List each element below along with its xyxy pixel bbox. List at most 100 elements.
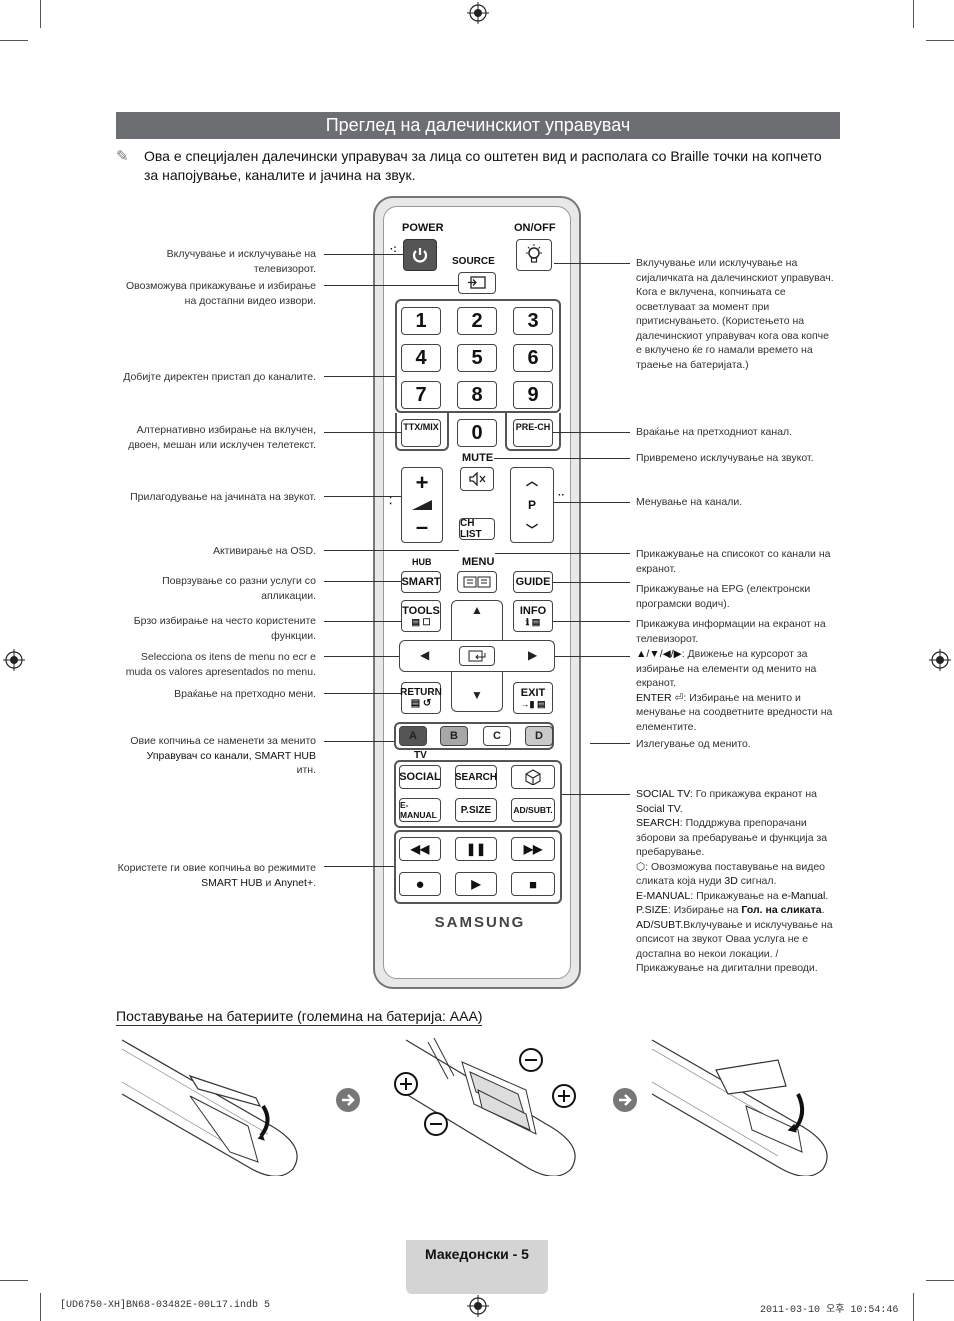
volume-wedge-icon bbox=[412, 499, 432, 510]
search-button[interactable]: SEARCH bbox=[455, 765, 497, 789]
leader-line bbox=[553, 432, 630, 433]
color-key-a[interactable]: A bbox=[399, 726, 427, 746]
right-arrow-button[interactable]: ▶ bbox=[528, 648, 538, 662]
prech-button[interactable]: PRE-CH bbox=[513, 419, 553, 447]
e-manual-button[interactable]: E-MANUAL bbox=[399, 798, 441, 822]
smart-hub-button[interactable]: SMART bbox=[401, 571, 441, 593]
leader-line bbox=[324, 741, 394, 742]
fast-forward-button[interactable]: ▶▶ bbox=[511, 837, 555, 861]
label-numbers: Добијте директен пристап до каналите. bbox=[123, 371, 316, 383]
exit-button[interactable]: EXIT→▮ ▤ bbox=[513, 682, 553, 714]
mute-button[interactable] bbox=[460, 467, 494, 491]
leader-line bbox=[494, 458, 630, 459]
volume-rocker[interactable]: + – bbox=[401, 467, 443, 543]
color-key-b[interactable]: B bbox=[440, 726, 468, 746]
p-size-button[interactable]: P.SIZE bbox=[455, 798, 497, 822]
label-onoff: Вклучување или исклучување на сијаличкат… bbox=[636, 257, 834, 371]
channel-rocker[interactable]: ︿ P ﹀ bbox=[510, 467, 554, 543]
3d-button[interactable] bbox=[511, 765, 555, 789]
number-button[interactable]: 1 bbox=[401, 307, 441, 335]
onoff-button[interactable] bbox=[516, 239, 552, 271]
leader-line bbox=[324, 866, 394, 867]
social-button[interactable]: SOCIAL bbox=[399, 765, 441, 789]
chevron-up-icon: ︿ bbox=[525, 474, 538, 489]
mute-label: MUTE bbox=[462, 452, 494, 464]
number-button[interactable]: 8 bbox=[457, 381, 497, 409]
label-color-line1: Овие копчиња се наменети за менито bbox=[130, 735, 316, 747]
print-job-info: [UD6750-XH]BN68-03482E-00L17.indb 5 bbox=[60, 1300, 271, 1311]
enter-button[interactable] bbox=[459, 646, 495, 666]
leader-line bbox=[324, 432, 401, 433]
pause-button[interactable]: ❚❚ bbox=[455, 837, 497, 861]
rewind-button[interactable]: ◀◀ bbox=[399, 837, 441, 861]
color-key-d[interactable]: D bbox=[525, 726, 553, 746]
play-button[interactable]: ▶ bbox=[455, 872, 497, 896]
up-arrow-button[interactable]: ▲ bbox=[471, 603, 483, 617]
down-arrow-button[interactable]: ▼ bbox=[471, 688, 483, 702]
power-icon bbox=[412, 248, 428, 263]
number-button[interactable]: 3 bbox=[513, 307, 553, 335]
minus-icon: – bbox=[415, 514, 429, 540]
crop-mark bbox=[0, 1280, 28, 1281]
power-button[interactable] bbox=[403, 239, 437, 271]
pencil-icon: ✎ bbox=[116, 148, 129, 165]
number-button[interactable]: 6 bbox=[513, 344, 553, 372]
label-enter-desc: : Избирање на менито и менување на соодв… bbox=[636, 691, 833, 733]
number-button[interactable]: 2 bbox=[457, 307, 497, 335]
ad-subt-button[interactable]: AD/SUBT. bbox=[511, 798, 555, 822]
leader-line bbox=[324, 621, 401, 622]
ttx-mix-button[interactable]: TTX/MIX bbox=[401, 419, 441, 447]
tools-button[interactable]: TOOLS▤ ☐ bbox=[401, 600, 441, 632]
registration-mark-icon bbox=[929, 649, 951, 671]
leader-line bbox=[324, 376, 395, 377]
crop-mark bbox=[926, 1280, 954, 1281]
menu-button[interactable] bbox=[457, 571, 497, 593]
label-media-and: и bbox=[265, 876, 272, 889]
number-button[interactable]: 7 bbox=[401, 381, 441, 409]
next-arrow-icon bbox=[336, 1088, 360, 1112]
number-button[interactable]: 4 bbox=[401, 344, 441, 372]
crop-mark bbox=[0, 40, 28, 41]
label-arrows: Selecciona os itens de menu no ecr e mud… bbox=[125, 651, 316, 678]
stop-button[interactable]: ■ bbox=[511, 872, 555, 896]
number-button[interactable]: 9 bbox=[513, 381, 553, 409]
p-label: P bbox=[527, 497, 536, 512]
chlist-button[interactable]: CH LIST bbox=[459, 518, 495, 540]
return-label: RETURN bbox=[400, 687, 442, 698]
label-3d-desc: : Овозможува поставување на видео сликат… bbox=[636, 860, 826, 888]
leader-line bbox=[553, 582, 630, 583]
braille-dots: ⁚ bbox=[389, 496, 393, 507]
number-button[interactable]: 5 bbox=[457, 344, 497, 372]
label-osd: Активирање на OSD. bbox=[212, 545, 316, 557]
light-bulb-icon bbox=[526, 244, 542, 263]
crop-mark bbox=[926, 40, 954, 41]
menu-label: MENU bbox=[462, 556, 495, 568]
label-social-desc: : Го прикажува екранот на bbox=[689, 788, 818, 800]
return-button[interactable]: RETURN▤ ↺ bbox=[400, 682, 442, 714]
zero-button[interactable]: 0 bbox=[457, 419, 497, 447]
source-button[interactable] bbox=[458, 272, 496, 294]
color-key-c[interactable]: C bbox=[483, 726, 511, 746]
label-enter-key: ENTER bbox=[636, 691, 672, 704]
battery-step2-illustration bbox=[394, 1037, 576, 1176]
crop-mark bbox=[913, 1293, 914, 1321]
battery-step1-illustration bbox=[121, 1039, 298, 1176]
crop-mark bbox=[40, 1293, 41, 1321]
label-arrows-desc: : Движење на курсорот за избирање на еле… bbox=[636, 648, 817, 689]
leader-line bbox=[324, 254, 404, 255]
left-arrow-button[interactable]: ◀ bbox=[420, 648, 430, 662]
label-color-line2: Управувач со канали, SMART HUB bbox=[146, 749, 316, 762]
guide-button[interactable]: GUIDE bbox=[513, 571, 553, 593]
chevron-down-icon: ﹀ bbox=[525, 522, 538, 537]
label-psize-desc: : Избирање на bbox=[667, 904, 739, 916]
hub-label: HUB bbox=[412, 557, 432, 567]
label-psize-val: Гол. на сликата bbox=[741, 904, 822, 916]
battery-step3-illustration bbox=[651, 1039, 828, 1176]
record-button[interactable]: ● bbox=[399, 872, 441, 896]
label-channel: Менување на канали. bbox=[636, 496, 743, 508]
label-volume: Прилагодување на јачината на звукот. bbox=[130, 491, 316, 503]
label-smart: Поврзување со разни услуги со апликации. bbox=[162, 575, 316, 602]
label-power: Вклучување и исклучување на телевизорот. bbox=[166, 248, 316, 275]
3d-cube-icon: ⬡ bbox=[636, 860, 646, 873]
